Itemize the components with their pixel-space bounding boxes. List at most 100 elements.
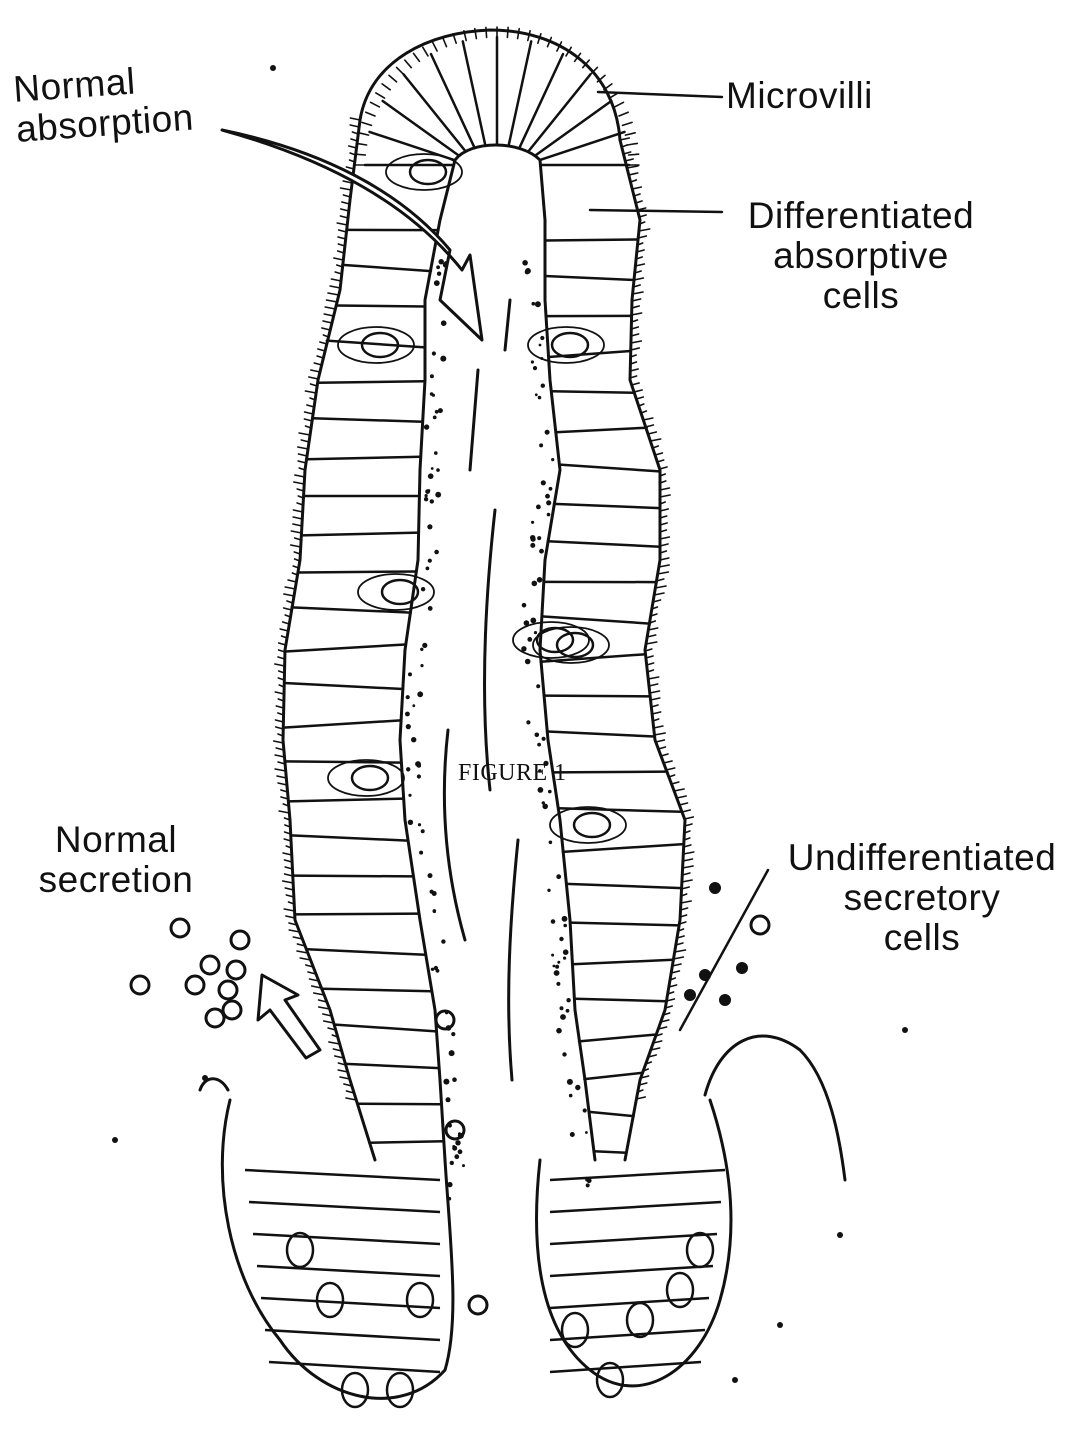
left-cell-wall — [301, 533, 418, 536]
right-cell-wall — [570, 923, 679, 926]
microvillus-right — [651, 698, 660, 700]
stray-dot — [837, 1232, 843, 1238]
right-cell-wall — [560, 465, 660, 472]
stipple-dot — [458, 1133, 464, 1139]
crypt-cell-nucleus — [407, 1283, 433, 1317]
left-cell-wall — [293, 876, 414, 877]
stipple-dot — [553, 965, 556, 968]
stipple-dot — [428, 473, 434, 479]
stipple-dot — [454, 1154, 459, 1159]
stipple-dot — [436, 468, 440, 472]
nucleus — [410, 160, 446, 184]
stipple-dot — [530, 618, 536, 624]
stipple-dot — [430, 374, 434, 378]
microvillus-right — [679, 803, 687, 805]
microvillus-right — [655, 453, 662, 455]
stipple-dot — [549, 841, 553, 845]
dark-secretory-droplet — [736, 962, 748, 974]
stipple-dot — [556, 982, 560, 986]
stipple-dot — [417, 763, 421, 767]
microvillus-tip — [366, 112, 375, 116]
stipple-dot — [443, 1079, 449, 1085]
microvillus-tip — [371, 102, 380, 107]
villus-tip-inner — [455, 145, 540, 160]
stipple-dot — [557, 961, 560, 964]
stipple-dot — [428, 559, 432, 563]
stipple-dot — [541, 480, 546, 485]
left-apical-edge — [283, 120, 375, 1160]
crypt-cell-nucleus — [342, 1373, 368, 1407]
microvillus-tip — [405, 60, 412, 68]
microvillus-right — [658, 747, 665, 749]
microvillus-left — [331, 279, 341, 281]
microvillus-tip — [507, 27, 508, 37]
right-cell-wall — [579, 1035, 655, 1042]
stipple-dot — [433, 416, 437, 420]
stipple-dot — [446, 1025, 452, 1031]
left-cell-wall — [342, 265, 431, 271]
microvillus-tip — [629, 154, 639, 155]
microvillus-left — [327, 300, 338, 302]
secretory-granule — [186, 976, 204, 994]
microvillus-left — [309, 377, 318, 379]
microvillus-left — [295, 475, 305, 477]
crypt-cell-nucleus — [562, 1313, 588, 1347]
stipple-dot — [522, 603, 527, 608]
stipple-dot — [451, 1032, 455, 1036]
flow-arrows — [222, 130, 482, 1058]
stipple-dot — [545, 494, 550, 499]
left-cell-wall — [335, 1025, 436, 1032]
right-cell-wall — [563, 844, 684, 852]
microvillus-left — [328, 293, 339, 295]
stipple-dot — [406, 767, 410, 771]
left-cell-wall — [288, 799, 404, 802]
stipple-dot — [537, 577, 543, 583]
microvillus-tip — [423, 47, 428, 56]
stipple-dot — [559, 937, 563, 941]
stipple-dot — [547, 513, 551, 517]
microvillus-tip — [433, 42, 438, 51]
stray-dot — [777, 1322, 783, 1328]
microvillus-right — [660, 467, 667, 469]
right-cell-wall — [545, 276, 634, 280]
stipple-dot — [433, 909, 437, 913]
left-cell-wall — [369, 1141, 444, 1143]
microvillus-tip — [362, 122, 372, 125]
left-cell-wall — [312, 418, 423, 421]
microvillus-right — [643, 418, 653, 420]
nucleus — [552, 333, 588, 357]
left-cell-wall — [322, 989, 432, 991]
stipple-dot — [449, 1050, 455, 1056]
stipple-dot — [556, 1028, 562, 1034]
stipple-dot — [585, 1131, 588, 1134]
stipple-dot — [455, 1140, 460, 1145]
differentiated-cells-leader — [590, 210, 722, 212]
microvillus-right — [650, 439, 660, 441]
microvillus-left — [298, 447, 308, 449]
stipple-dot — [566, 998, 570, 1002]
right-cell-wall — [553, 772, 667, 773]
stipple-dot — [534, 631, 537, 634]
stray-dot — [270, 65, 276, 71]
right-apical-edge — [620, 140, 685, 1160]
microvillus-left — [299, 433, 310, 435]
left-cell-wall — [346, 1064, 439, 1068]
stipple-dot — [422, 643, 427, 648]
stipple-dot — [425, 489, 430, 494]
stipple-dot — [452, 1077, 457, 1082]
stipple-dot — [546, 500, 551, 505]
microvillus-right — [646, 425, 654, 427]
stipple-dot — [539, 443, 543, 447]
stipple-dot — [531, 360, 534, 363]
microvillus-tip — [518, 29, 520, 39]
stipple-dot — [560, 1006, 564, 1010]
right-cell-wall — [567, 884, 682, 888]
right-cell-wall — [545, 240, 638, 241]
crypt-cell-nucleus — [667, 1273, 693, 1307]
left-crypt-cell-row — [269, 1362, 440, 1372]
stray-dot — [902, 1027, 908, 1033]
stipple-dot — [586, 1183, 590, 1187]
secretory-granule — [131, 976, 149, 994]
secretory-granule — [171, 919, 189, 937]
microvillus-right — [625, 159, 633, 161]
